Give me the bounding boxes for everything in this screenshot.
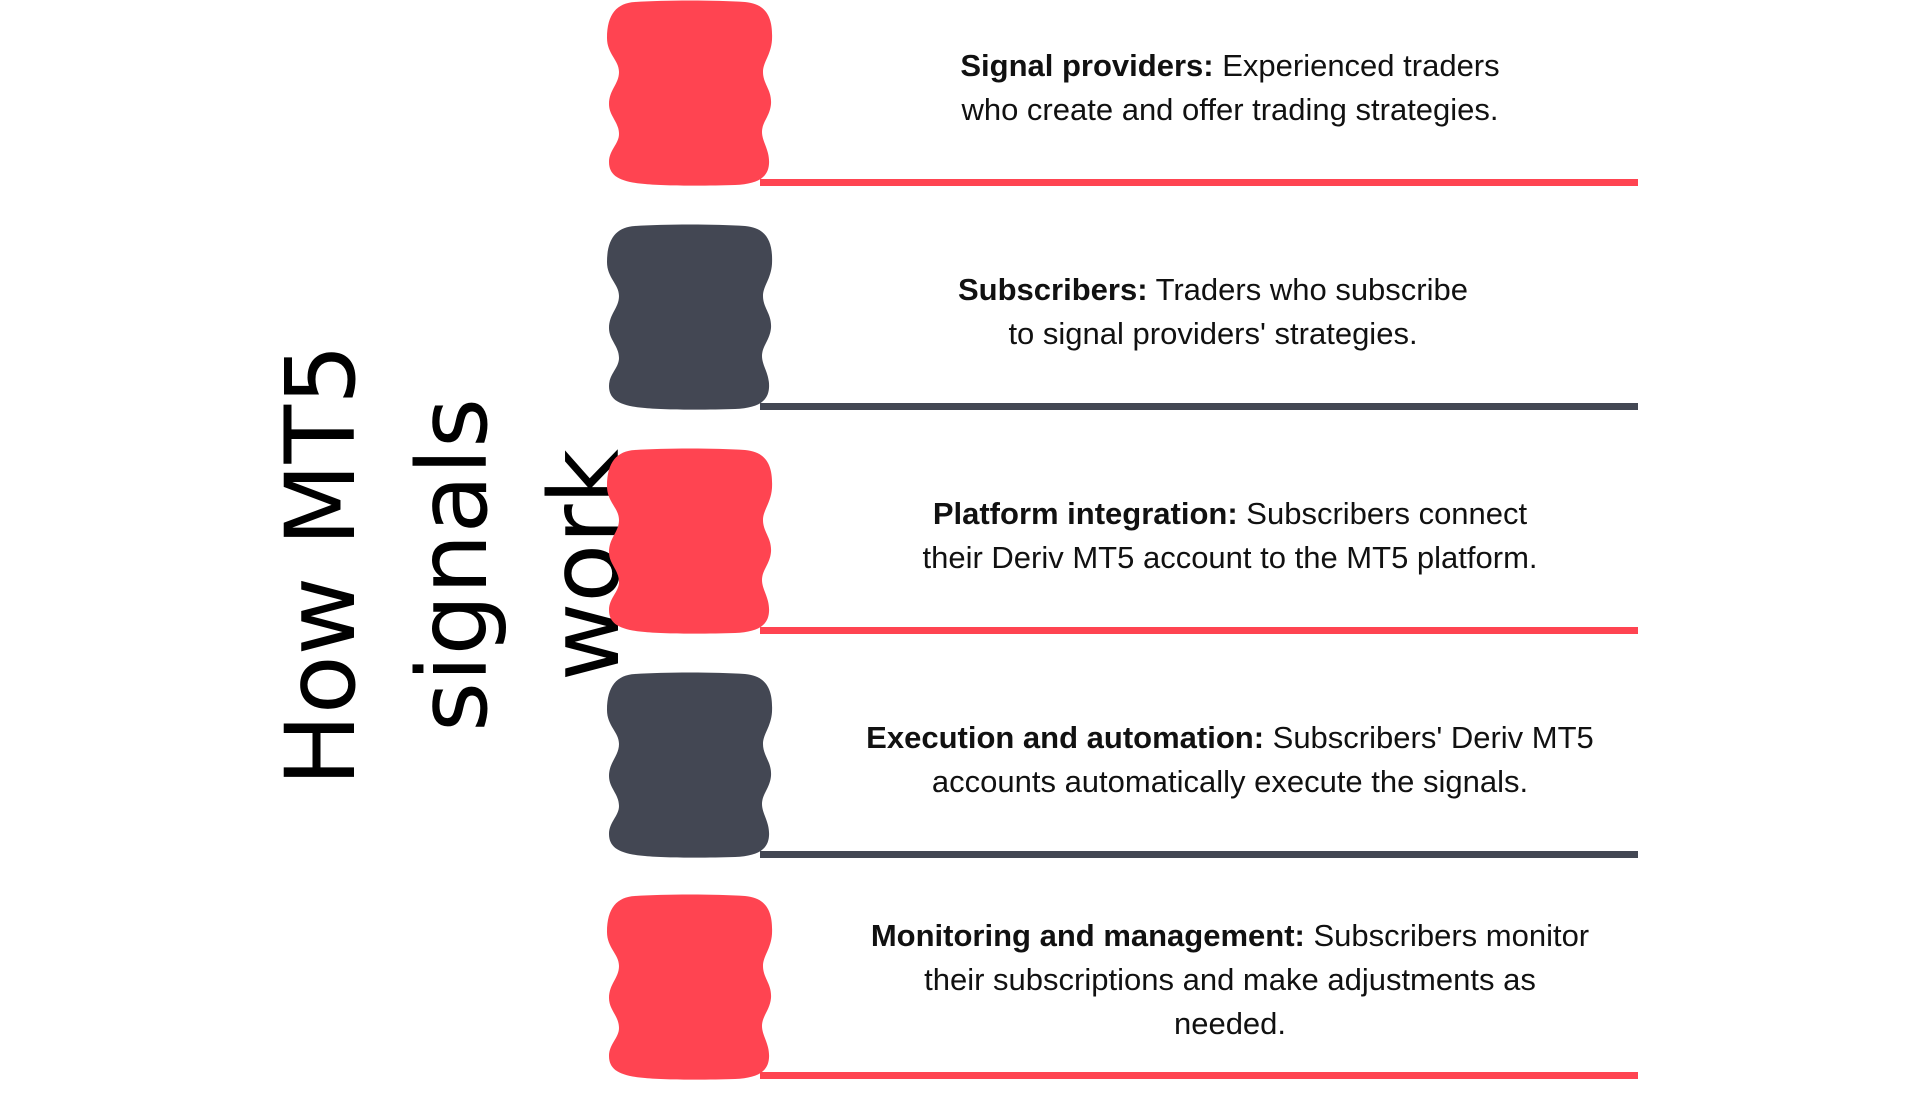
row-divider	[760, 179, 1638, 186]
step-description: Monitoring and management: Subscribers m…	[870, 918, 1590, 1041]
step-description: Execution and automation: Subscribers' D…	[866, 720, 1594, 799]
step-label: Signal providers:	[960, 48, 1214, 83]
row-divider	[760, 627, 1638, 634]
row-divider	[760, 1072, 1638, 1079]
step-row-subscribers: Subscribers: Traders who subscribe to si…	[0, 224, 1920, 448]
wavy-marker-icon	[607, 448, 773, 634]
step-label: Platform integration:	[932, 496, 1238, 531]
step-description: Signal providers: Experienced traders wh…	[960, 48, 1500, 127]
step-row-platform-integration: Platform integration: Subscribers connec…	[0, 448, 1920, 672]
step-label: Subscribers:	[958, 272, 1148, 307]
step-row-monitoring-management: Monitoring and management: Subscribers m…	[0, 894, 1920, 1118]
step-label: Monitoring and management:	[870, 918, 1305, 953]
wavy-marker-icon	[607, 894, 773, 1080]
row-divider	[760, 851, 1638, 858]
wavy-marker-icon	[607, 224, 773, 410]
step-description: Platform integration: Subscribers connec…	[922, 496, 1538, 575]
step-label: Execution and automation:	[866, 720, 1265, 755]
step-row-signal-providers: Signal providers: Experienced traders wh…	[0, 0, 1920, 224]
step-description: Subscribers: Traders who subscribe to si…	[958, 272, 1468, 351]
wavy-marker-icon	[607, 672, 773, 858]
wavy-marker-icon	[607, 0, 773, 186]
row-divider	[760, 403, 1638, 410]
step-row-execution-automation: Execution and automation: Subscribers' D…	[0, 672, 1920, 896]
